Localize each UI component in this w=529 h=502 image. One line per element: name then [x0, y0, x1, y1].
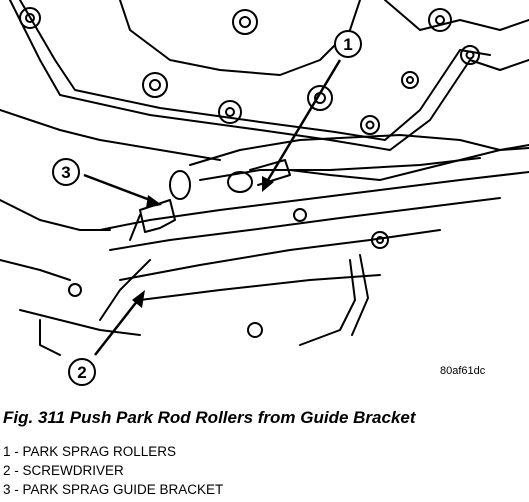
- callout-1-number: 1: [343, 35, 352, 54]
- callout-2: 2: [68, 290, 145, 386]
- legend-item: 1 - PARK SPRAG ROLLERS: [3, 444, 177, 459]
- figure-caption: Fig. 311 Push Park Rod Rollers from Guid…: [3, 408, 416, 427]
- screwdriver: [99, 259, 151, 321]
- legend-item: 3 - PARK SPRAG GUIDE BRACKET: [3, 482, 224, 497]
- callout-1: 1: [262, 30, 362, 192]
- case-bolts: [19, 7, 480, 135]
- legend-item: 2 - SCREWDRIVER: [3, 463, 124, 478]
- transmission-illustration: 1 3 2: [0, 0, 529, 386]
- mounting-bracket: [189, 134, 529, 166]
- callout-3-number: 3: [61, 163, 70, 182]
- callout-3: 3: [52, 158, 162, 208]
- callout-legend: 1 - PARK SPRAG ROLLERS 2 - SCREWDRIVER 3…: [3, 442, 223, 499]
- callout-2-number: 2: [77, 363, 86, 382]
- figure-code: 80af61dc: [440, 365, 486, 377]
- park-sprag-roller: [169, 170, 191, 200]
